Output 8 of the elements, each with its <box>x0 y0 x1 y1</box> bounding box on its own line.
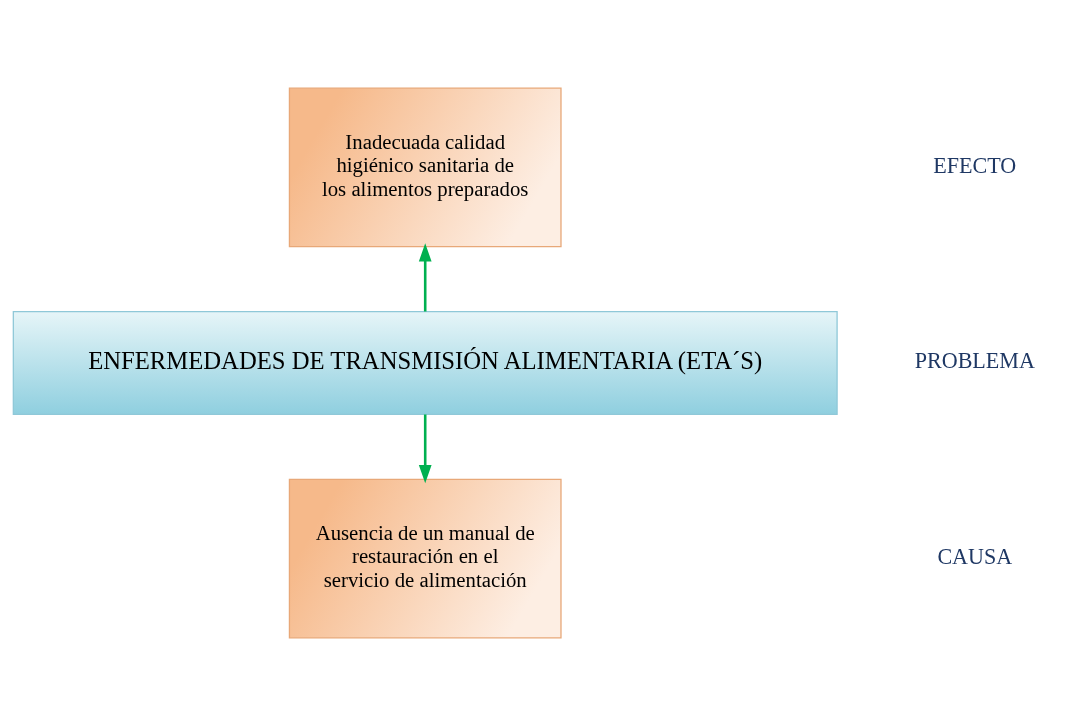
arrow <box>418 414 432 483</box>
node-box: ENFERMEDADES DE TRANSMISIÓN ALIMENTARIA (ETA´S) <box>12 310 838 415</box>
label: EFECTO <box>933 152 1017 178</box>
arrow <box>418 242 432 311</box>
node-box: Ausencia de un manual de restauración en el servicio de alimentación <box>288 478 562 638</box>
label: CAUSA <box>937 543 1013 569</box>
label: PROBLEMA <box>914 347 1035 373</box>
node-box: Inadecuada calidad higiénico sanitaria de los alimentos preparados <box>288 87 562 247</box>
